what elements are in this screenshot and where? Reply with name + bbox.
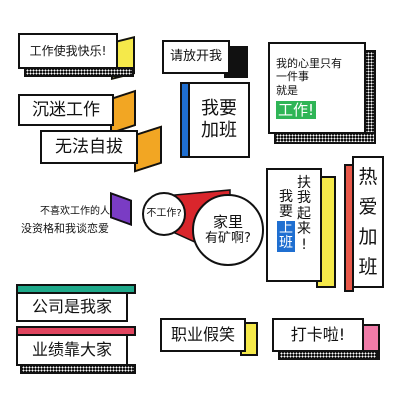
sticker-face: 工作使我快乐! (18, 33, 118, 69)
sticker-text: 请放开我 (169, 49, 222, 65)
sticker-text: 业绩靠大家 (31, 340, 112, 360)
sticker-char: 起 (297, 205, 311, 222)
sticker-text: 沉迷工作 (32, 99, 100, 120)
sticker-circle: 家里 有矿啊? (192, 194, 264, 266)
sticker-only-work: 我的心里只有 一件事 就是 工作! (268, 42, 378, 146)
sticker-char: 要 (279, 204, 293, 221)
sticker-clock-in: 打卡啦! (272, 318, 382, 362)
sticker-work-makes-happy: 工作使我快乐! (18, 33, 140, 80)
sticker-line: 加班 (201, 120, 237, 141)
sticker-face: 不喜欢工作的人 没资格和我谈恋爱 (10, 196, 120, 246)
sticker-text: 无法自拔 (55, 136, 123, 157)
sticker-face: 请放开我 (162, 40, 230, 74)
sticker-face: 无法自拔 (40, 130, 138, 164)
sticker-cannot-escape: 无法自拔 (40, 125, 162, 173)
sticker-char: 来 (297, 221, 311, 238)
sticker-bubble-text: 不工作? (146, 208, 182, 219)
sticker-text: 工作使我快乐! (29, 43, 107, 58)
sticker-face: 我要 加班 (188, 82, 250, 158)
sticker-line: 一件事 (276, 70, 309, 84)
sticker-highlight: 工作! (276, 100, 317, 119)
sticker-text: 打卡啦! (290, 325, 346, 345)
sticker-char: ! (301, 236, 307, 253)
sticker-char: 我 (279, 189, 293, 205)
sticker-text: 职业假笑 (170, 325, 235, 345)
sticker-line: 我要 (201, 98, 237, 120)
sticker-face: 职业假笑 (160, 318, 246, 352)
sticker-line: 就是 (276, 83, 298, 97)
sticker-mine-at-home: 不工作? 家里 有矿啊? (142, 186, 268, 268)
sticker-line: 不喜欢工作的人 (40, 206, 110, 218)
sticker-face: 沉迷工作 (18, 94, 114, 126)
sticker-text: 公司是我家 (31, 297, 112, 317)
sticker-char: 我 (297, 190, 311, 207)
sticker-line: 我的心里只有 (276, 57, 342, 71)
sticker-char: 扶 (297, 175, 311, 191)
sticker-line: 家里 (212, 213, 243, 232)
sticker-addicted: 沉迷工作 (18, 89, 136, 135)
sticker-col: 扶 我 起 来 ! (297, 175, 311, 253)
sticker-love-overtime: 热 爱 加 班 (344, 156, 384, 294)
sticker-face: 我 要 上 班 扶 我 起 来 ! (266, 168, 322, 282)
sticker-char: 班 (358, 255, 378, 278)
sticker-char: 加 (358, 225, 378, 248)
sticker-side (134, 125, 162, 173)
sticker-col: 我 要 上 班 (277, 189, 295, 252)
sticker-face: 打卡啦! (272, 318, 364, 352)
sticker-line: 没资格和我谈恋爱 (21, 222, 109, 236)
sticker-line: 有矿啊? (205, 231, 251, 247)
sticker-let-me-go: 请放开我 (162, 40, 250, 80)
sticker-face: 业绩靠大家 (16, 334, 128, 366)
sticker-performance-home: 业绩靠大家 (16, 326, 140, 376)
sticker-char: 爱 (358, 195, 378, 218)
sticker-char: 热 (358, 165, 378, 188)
sticker-face: 我的心里只有 一件事 就是 工作! (268, 42, 366, 134)
sticker-face: 公司是我家 (16, 292, 128, 322)
sticker-company-home: 公司是我家 (16, 284, 140, 324)
sticker-highlight: 上 (277, 219, 295, 237)
sticker-highlight: 班 (277, 235, 295, 252)
sticker-help-me-up: 我 要 上 班 扶 我 起 来 ! (266, 168, 338, 290)
sticker-face: 热 爱 加 班 (352, 156, 384, 288)
sticker-bubble: 不工作? (142, 192, 186, 236)
sticker-want-overtime: 我要 加班 (180, 82, 256, 160)
sticker-dislike-work: 不喜欢工作的人 没资格和我谈恋爱 (10, 191, 134, 248)
sticker-professional-smile: 职业假笑 (160, 318, 260, 358)
